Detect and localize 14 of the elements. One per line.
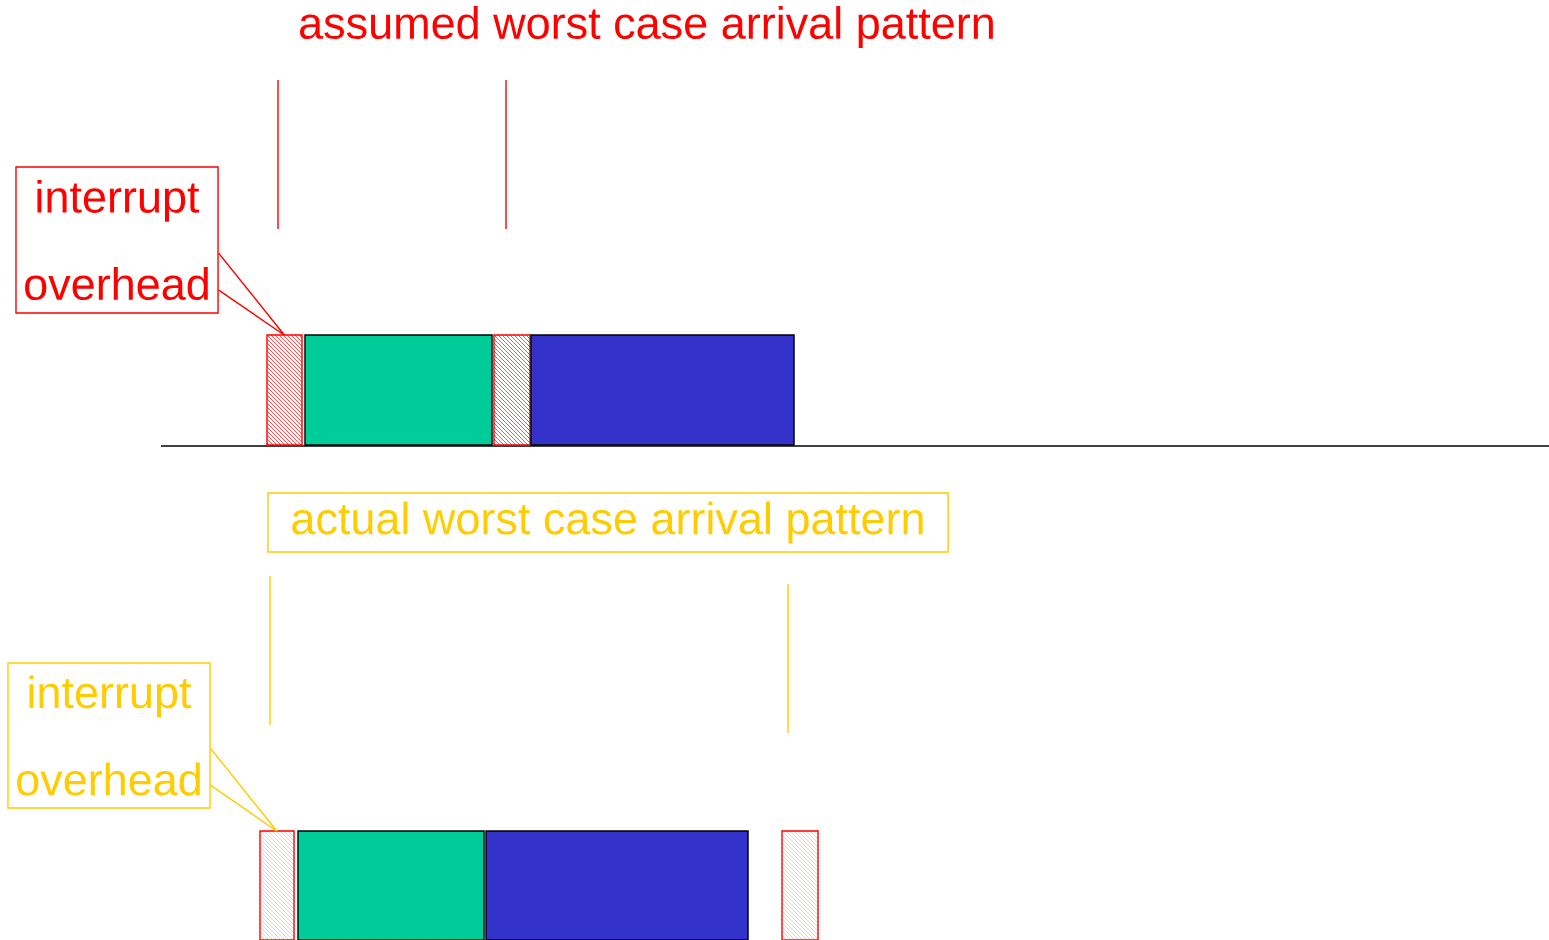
leader-line [218,252,286,336]
leader-line [210,748,278,832]
task-bar [304,334,493,446]
overhead-bar [781,830,819,940]
task-bar [485,830,749,940]
overhead-bar [259,830,295,940]
heading-box: actual worst case arrival pattern [267,492,949,553]
task-bar [297,830,485,940]
callout-box: interrupt overhead [15,166,219,314]
callout-box: interrupt overhead [7,662,211,809]
heading: assumed worst case arrival pattern [300,6,993,48]
overhead-bar [266,334,303,446]
overhead-bar [493,334,531,446]
task-bar [530,334,795,446]
